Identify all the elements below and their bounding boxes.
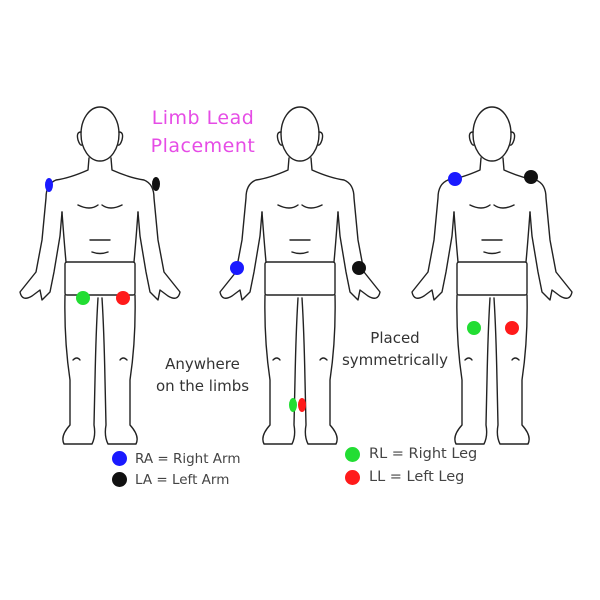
electrode-ra-1 bbox=[45, 178, 53, 192]
legend-label-ra: RA = Right Arm bbox=[135, 451, 241, 467]
title-line-1: Limb Lead bbox=[151, 107, 255, 129]
annotation-symmetric: Placed symmetrically bbox=[330, 327, 460, 371]
legend-label-ll: LL = Left Leg bbox=[369, 469, 465, 485]
legend-dot-la bbox=[112, 472, 127, 487]
legend-dot-rl bbox=[345, 447, 360, 462]
annotation-line: Placed bbox=[370, 329, 420, 347]
electrode-la-3 bbox=[524, 170, 538, 184]
diagram-title: Limb Lead Placement bbox=[133, 104, 273, 160]
legend-label-rl: RL = Right Leg bbox=[369, 446, 478, 462]
title-line-2: Placement bbox=[150, 135, 256, 157]
electrode-ll-1 bbox=[116, 291, 130, 305]
legend-dot-ll bbox=[345, 470, 360, 485]
electrode-rl-3 bbox=[467, 321, 481, 335]
electrode-ra-2 bbox=[230, 261, 244, 275]
electrode-la-2 bbox=[352, 261, 366, 275]
electrode-ra-3 bbox=[448, 172, 462, 186]
body-figure-3 bbox=[411, 106, 573, 445]
legend-dot-ra bbox=[112, 451, 127, 466]
annotation-line: on the limbs bbox=[155, 377, 250, 395]
electrode-rl-2 bbox=[289, 398, 297, 412]
electrode-la-1 bbox=[152, 177, 160, 191]
electrode-rl-1 bbox=[76, 291, 90, 305]
electrode-ll-3 bbox=[505, 321, 519, 335]
electrode-ll-2 bbox=[298, 398, 306, 412]
annotation-anywhere: Anywhere on the limbs bbox=[140, 353, 265, 397]
legend-label-la: LA = Left Arm bbox=[135, 472, 230, 488]
annotation-line: symmetrically bbox=[341, 351, 448, 369]
annotation-line: Anywhere bbox=[165, 355, 240, 373]
